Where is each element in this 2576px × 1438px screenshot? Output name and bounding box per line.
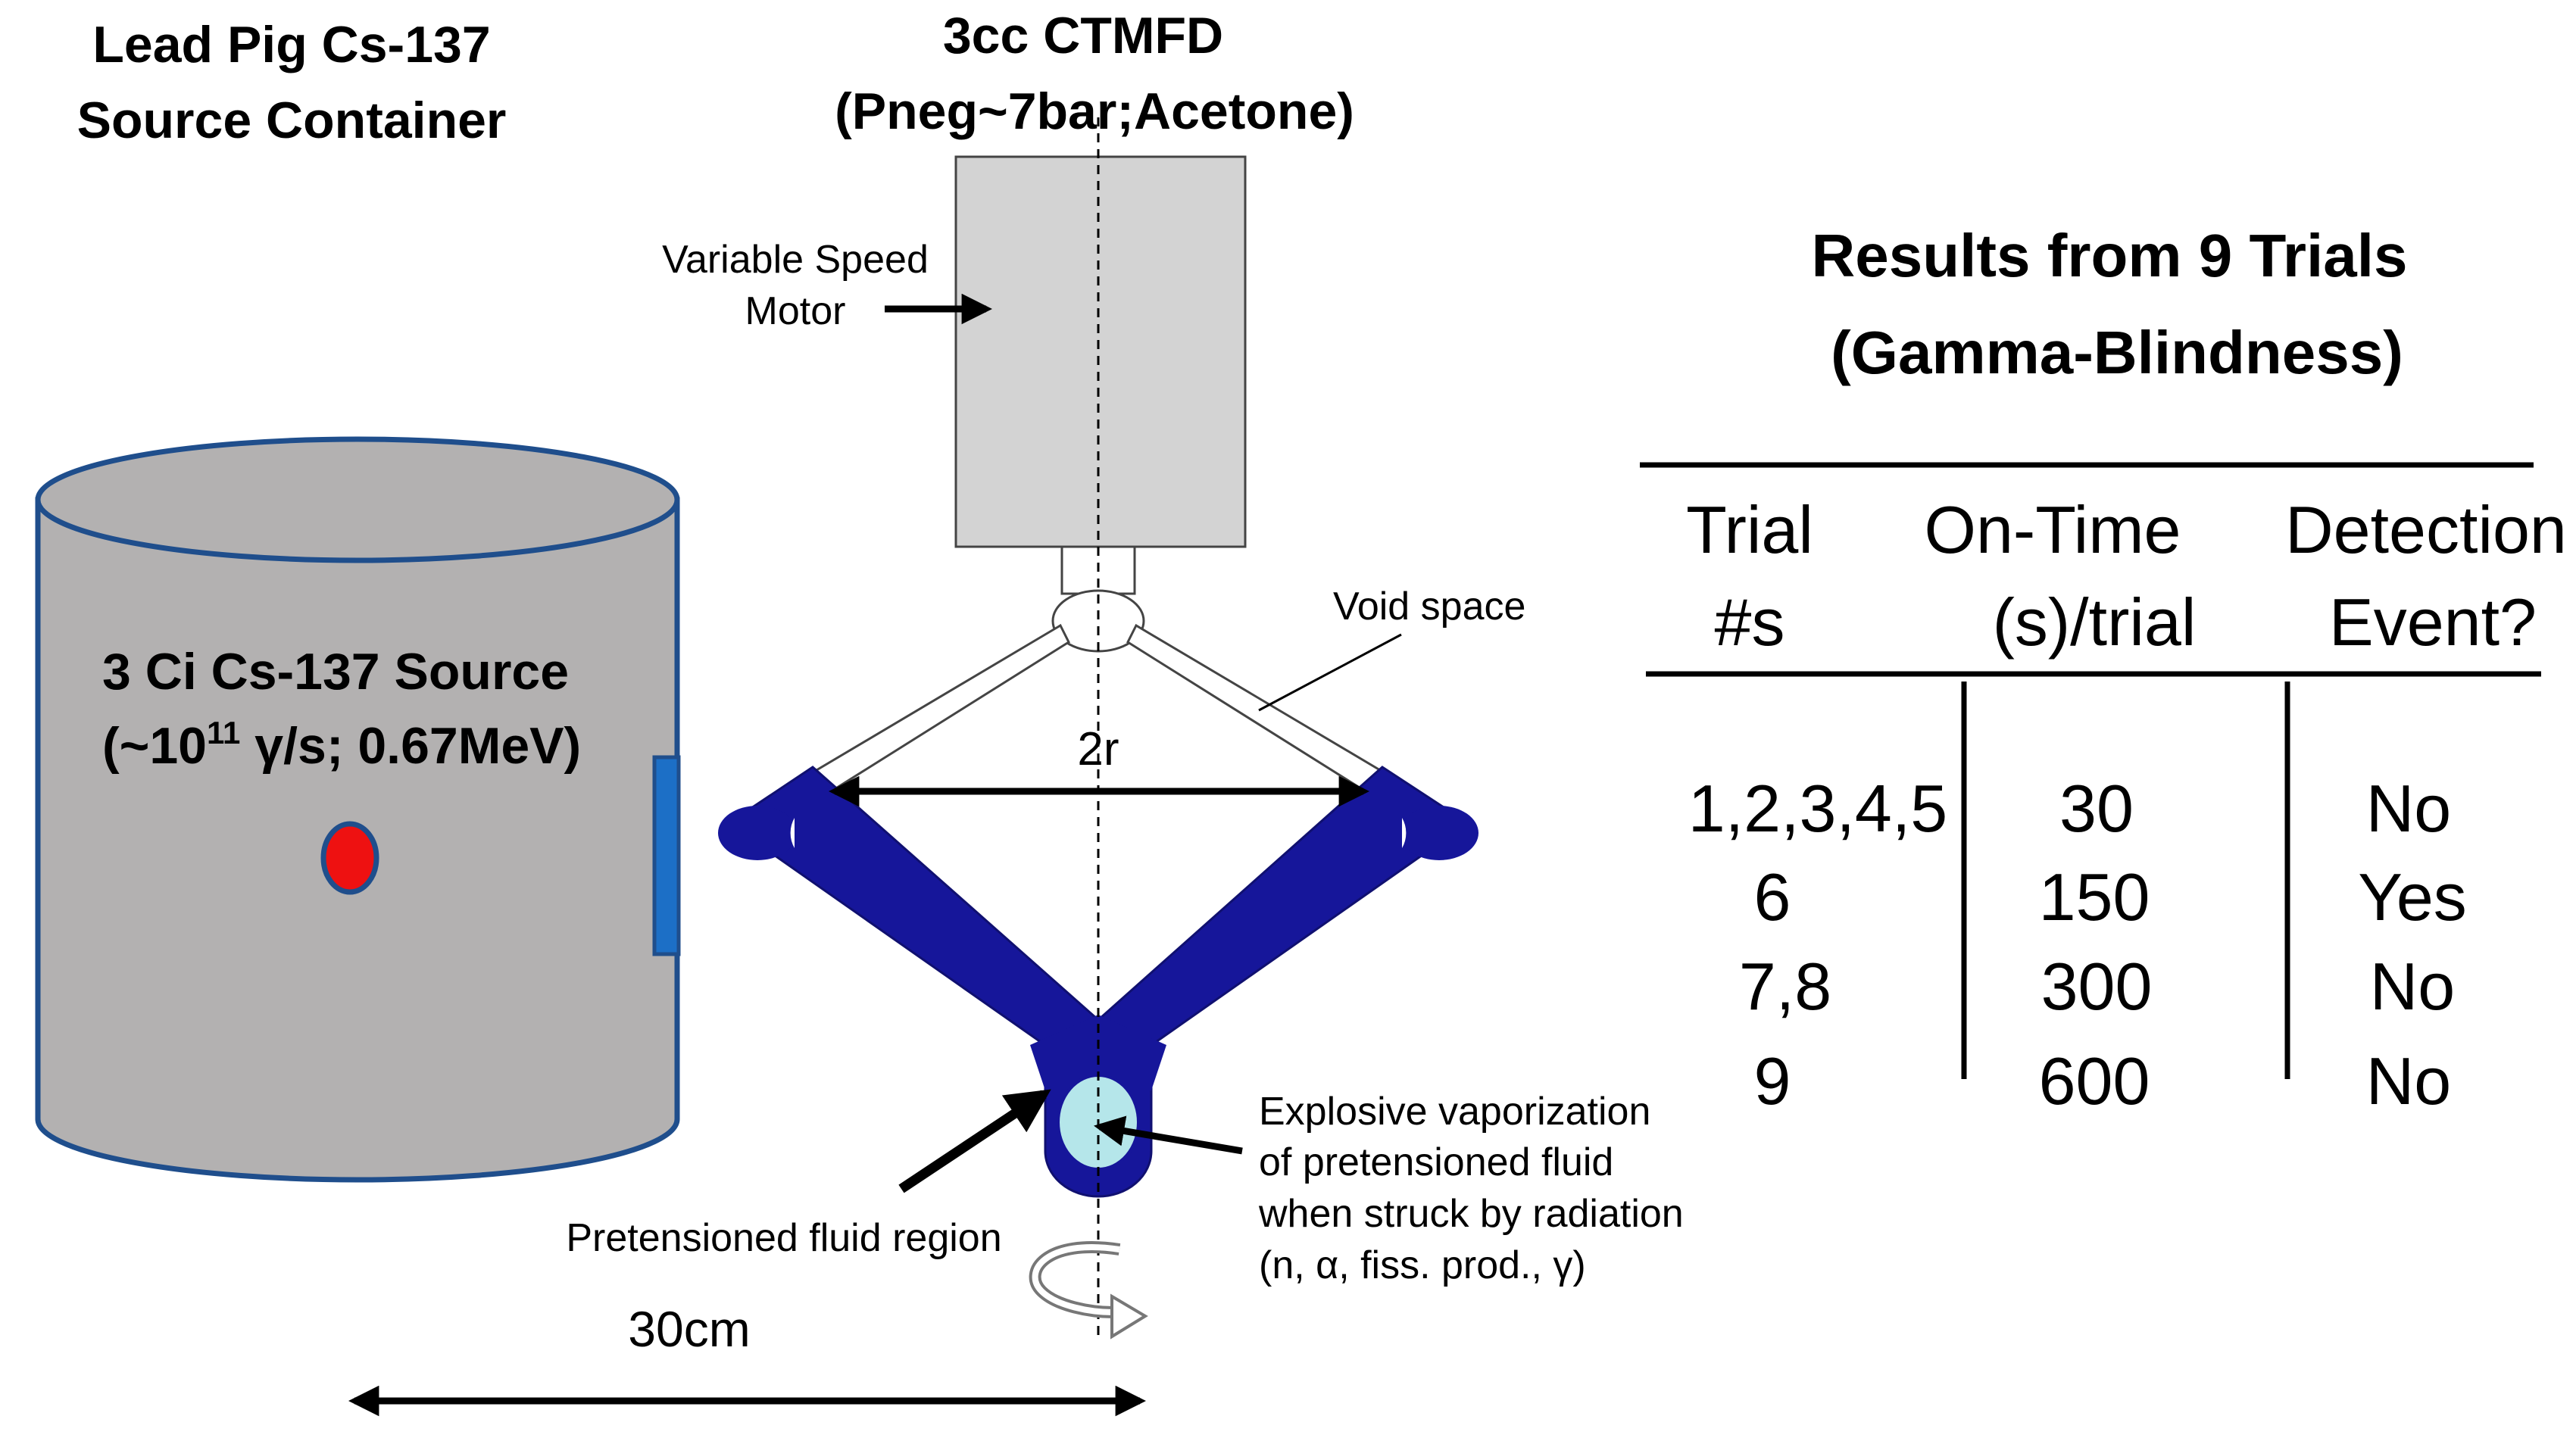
left-tip-end — [790, 818, 795, 848]
row-1-detection: No — [2366, 771, 2452, 846]
explosion-label-line3: when struck by radiation — [1258, 1192, 1684, 1236]
row-3-detection: No — [2370, 949, 2456, 1024]
row-3-trials: 7,8 — [1739, 949, 1831, 1024]
header-trial-line1: Trial — [1686, 492, 1813, 567]
container-top — [35, 436, 680, 563]
results-title-line1: Results from 9 Trials — [1812, 222, 2408, 289]
fluid-tube-junction — [1030, 1015, 1166, 1090]
detector-title-line1: 3cc CTMFD — [943, 7, 1223, 64]
row-2-ontime: 150 — [2039, 859, 2150, 934]
row-4-ontime: 600 — [2039, 1043, 2150, 1118]
cs137-source-dot — [320, 821, 379, 895]
row-4-trials: 9 — [1754, 1043, 1791, 1118]
header-trial-line2: #s — [1715, 585, 1785, 660]
source-label-line2: (~1011 γ/s; 0.67MeV) — [102, 715, 581, 775]
row-1-trials: 1,2,3,4,5 — [1688, 771, 1948, 846]
variable-speed-motor — [954, 155, 1247, 548]
header-detection-line2: Event? — [2329, 585, 2537, 660]
fluid-tube-left-tip — [718, 806, 797, 860]
fluid-region-label: Pretensioned fluid region — [566, 1216, 1001, 1260]
container-title-line2: Source Container — [77, 92, 507, 149]
explosion-label-line4: (n, α, fiss. prod., γ) — [1259, 1243, 1586, 1287]
explosion-label-line2: of pretensioned fluid — [1259, 1140, 1613, 1184]
void-tube-left — [815, 623, 1070, 795]
ctmfd-detector: 3cc CTMFD (Pneg~7bar;Acetone) 2r Variabl… — [348, 7, 1684, 1417]
fluid-tube-right-tip — [1400, 806, 1478, 860]
lead-pig-container: 3 Ci Cs-137 Source (~1011 γ/s; 0.67MeV) — [35, 436, 681, 1183]
right-tip-end — [1402, 818, 1407, 848]
rotation-direction-icon — [1029, 1241, 1148, 1340]
motor-label-line1: Variable Speed — [662, 238, 929, 282]
header-detection-line1: Detection — [2285, 492, 2567, 567]
void-tube-right — [1126, 623, 1382, 795]
row-3-ontime: 300 — [2041, 949, 2153, 1024]
row-4-detection: No — [2366, 1043, 2452, 1118]
row-2-detection: Yes — [2358, 859, 2467, 934]
row-2-trials: 6 — [1754, 859, 1791, 934]
detector-title-line2: (Pneg~7bar;Acetone) — [835, 83, 1354, 140]
explosion-label-line1: Explosive vaporization — [1259, 1090, 1650, 1134]
fluid-region-arrow — [898, 1089, 1051, 1193]
radius-label: 2r — [1077, 723, 1119, 775]
void-space-label: Void space — [1333, 585, 1525, 629]
distance-label: 30cm — [628, 1301, 750, 1357]
source-label-line1: 3 Ci Cs-137 Source — [102, 643, 569, 700]
header-ontime-line2: (s)/trial — [1993, 585, 2197, 660]
explosion-arrow — [1094, 1115, 1243, 1155]
results-title-line2: (Gamma-Blindness) — [1831, 319, 2403, 386]
motor-label-line2: Motor — [745, 289, 846, 333]
container-title-line1: Lead Pig Cs-137 — [92, 16, 490, 73]
results-table: Results from 9 Trials (Gamma-Blindness) … — [1640, 222, 2567, 1118]
void-space-leader — [1258, 633, 1402, 712]
source-port — [652, 755, 681, 956]
header-ontime-line1: On-Time — [1925, 492, 2181, 567]
row-1-ontime: 30 — [2059, 771, 2134, 846]
